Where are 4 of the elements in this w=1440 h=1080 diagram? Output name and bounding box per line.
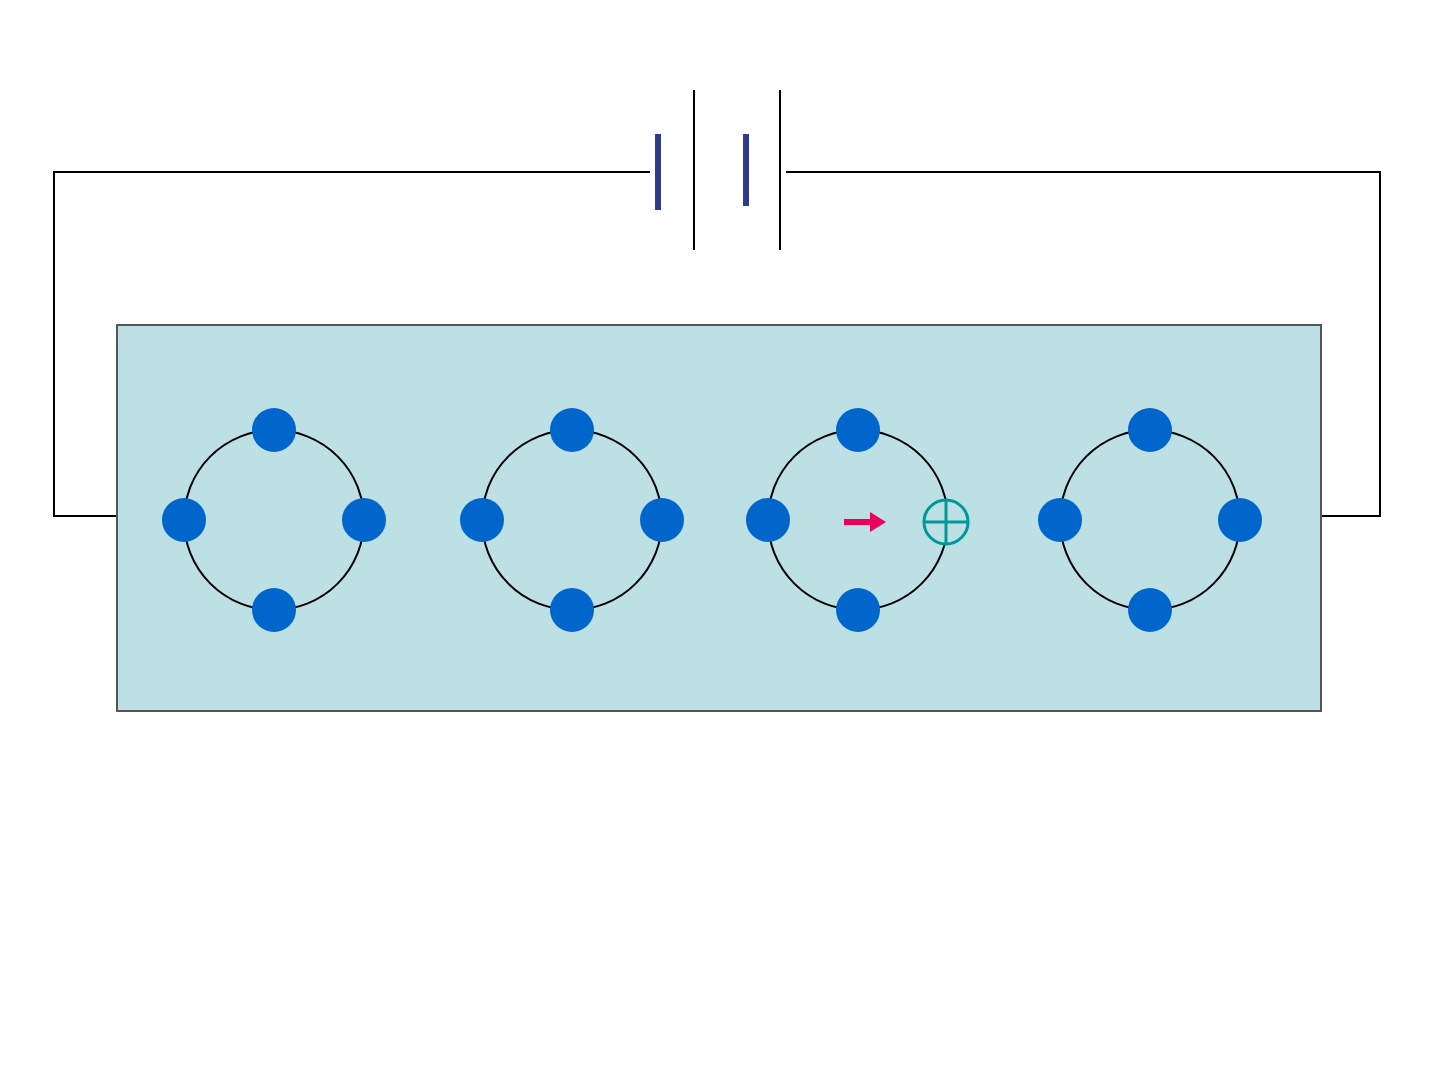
conductor-block xyxy=(116,324,1322,712)
wire xyxy=(53,171,651,517)
wire xyxy=(785,171,1381,517)
battery-symbol xyxy=(650,88,786,254)
